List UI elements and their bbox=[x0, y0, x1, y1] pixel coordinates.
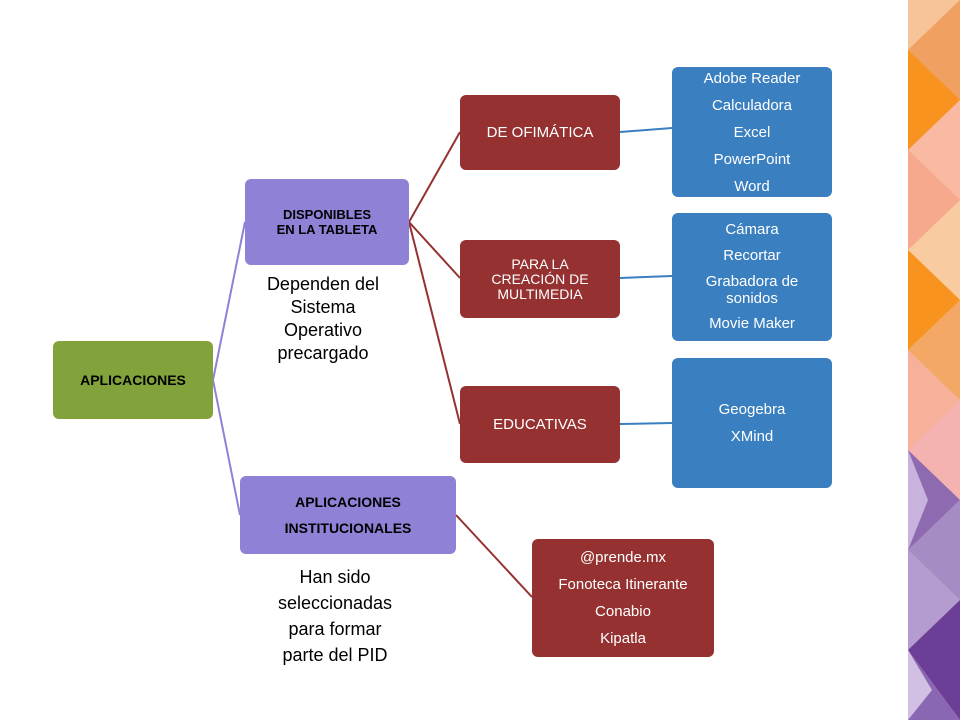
connector-branch1-ofimatica bbox=[408, 131, 461, 223]
category-label: EDUCATIVAS bbox=[493, 416, 587, 433]
app-item: Grabadora de sonidos bbox=[705, 273, 799, 307]
branch2-label-line1: APLICACIONES bbox=[295, 494, 401, 510]
root-node: APLICACIONES bbox=[53, 341, 213, 419]
note-line: Dependen del bbox=[266, 274, 380, 294]
app-item: Excel bbox=[733, 123, 771, 141]
app-list-educativas: Geogebra XMind bbox=[672, 358, 832, 488]
note-line: Sistema bbox=[290, 297, 356, 317]
app-item: Movie Maker bbox=[709, 315, 795, 332]
app-item: Recortar bbox=[723, 247, 781, 264]
app-item: PowerPoint bbox=[713, 150, 791, 168]
branch1-label-line2: EN LA TABLETA bbox=[276, 222, 378, 237]
category-multimedia: PARA LA CREACIÓN DE MULTIMEDIA bbox=[460, 240, 620, 318]
note-operating-system: Dependen del Sistema Operativo precargad… bbox=[248, 273, 398, 365]
note-selected-for-pid: Han sido seleccionadas para formar parte… bbox=[255, 564, 415, 668]
app-item: Calculadora bbox=[711, 96, 793, 114]
connector-root-branch1 bbox=[212, 221, 246, 381]
category-label-line3: MULTIMEDIA bbox=[497, 285, 583, 302]
note-line: para formar bbox=[288, 619, 382, 639]
note-line: Operativo bbox=[283, 320, 363, 340]
note-line: Han sido bbox=[299, 567, 371, 587]
category-label-line2: CREACIÓN DE bbox=[491, 270, 589, 287]
institutional-app-list: @prende.mx Fonoteca Itinerante Conabio K… bbox=[532, 539, 714, 657]
connector-ofimatica-apps bbox=[619, 127, 673, 133]
app-item: Cámara bbox=[725, 221, 779, 238]
decorative-triangle-strip bbox=[908, 0, 960, 720]
connector-root-branch2 bbox=[212, 379, 241, 516]
branch-institutional-apps: APLICACIONES INSTITUCIONALES bbox=[240, 476, 456, 554]
category-label-line1: PARA LA bbox=[511, 255, 569, 272]
app-item: Adobe Reader bbox=[703, 69, 801, 87]
institutional-item: @prende.mx bbox=[579, 549, 667, 566]
category-ofimatica: DE OFIMÁTICA bbox=[460, 95, 620, 170]
app-list-multimedia: Cámara Recortar Grabadora de sonidos Mov… bbox=[672, 213, 832, 341]
app-item: Word bbox=[734, 177, 770, 195]
root-label: APLICACIONES bbox=[80, 372, 186, 388]
connector-educativas-apps bbox=[619, 422, 673, 425]
institutional-item: Conabio bbox=[595, 603, 651, 620]
institutional-item: Kipatla bbox=[600, 630, 646, 647]
note-line: parte del PID bbox=[282, 645, 388, 665]
connector-branch1-multimedia bbox=[408, 221, 461, 279]
note-line: precargado bbox=[277, 343, 369, 363]
app-item: XMind bbox=[730, 428, 774, 445]
note-line: seleccionadas bbox=[277, 593, 393, 613]
branch-available-on-tablet: DISPONIBLES EN LA TABLETA bbox=[245, 179, 409, 265]
connector-branch2-institutional bbox=[455, 514, 533, 598]
category-educativas: EDUCATIVAS bbox=[460, 386, 620, 463]
connector-branch1-educativas bbox=[408, 221, 461, 425]
branch1-label-line1: DISPONIBLES bbox=[282, 207, 372, 222]
app-list-ofimatica: Adobe Reader Calculadora Excel PowerPoin… bbox=[672, 67, 832, 197]
institutional-item: Fonoteca Itinerante bbox=[558, 576, 688, 593]
category-label: DE OFIMÁTICA bbox=[486, 124, 594, 141]
branch2-label-line2: INSTITUCIONALES bbox=[284, 520, 412, 536]
connector-multimedia-apps bbox=[619, 275, 673, 279]
app-item: Geogebra bbox=[718, 401, 786, 418]
